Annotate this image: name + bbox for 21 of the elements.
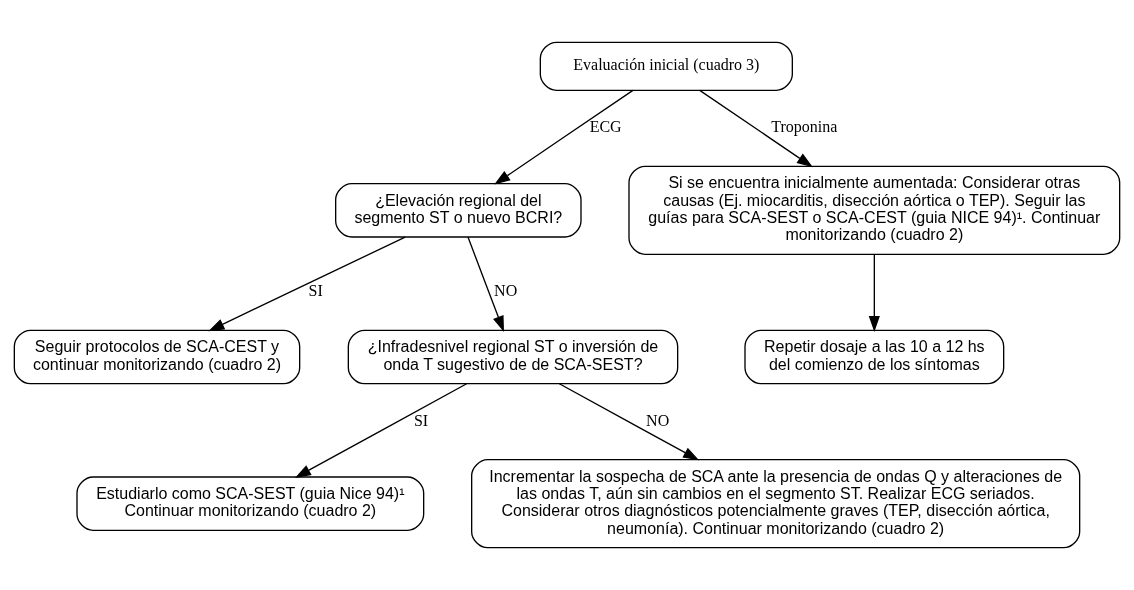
node-box: Estudiarlo como SCA-SEST (guia Nice 94)¹ Continuar monitorizando (cuadro 2) (76, 476, 425, 531)
arrow (558, 383, 700, 461)
node-box: Evaluación inicial (cuadro 3) (539, 41, 793, 91)
edge-label: SI (413, 411, 429, 429)
edge-label: ECG (589, 118, 622, 136)
edge-label: SI (308, 282, 323, 300)
node-box: Repetir dosaje a las 10 a 12 hs del comienzo de los síntomas (744, 329, 1005, 385)
arrow (467, 236, 504, 332)
node-box: Si se encuentra inicialmente aumentada: Considerar otras causas (Ej. miocarditis, disección aórtica o TEP). Seguir las guías para SCA-SEST o SCA-CEST (guia NICE 94)¹. Continuar monitorizando (cuadro 2) (628, 165, 1121, 255)
arrow (208, 236, 406, 332)
arrow (699, 89, 813, 168)
node-box: Incrementar la sospecha de SCA ante la presencia de ondas Q y alteraciones de las ondas T, aún sin cambios en el segmento ST. Realizar ECG seriados. Considerar otros diagnósticos potencialmente graves (TEP, disección aórtica, neumonía). Continuar monitorizando (cuadro 2) (471, 459, 1081, 549)
node-box: ¿Infradesnivel regional ST o inversión de onda T sugestivo de de SCA-SEST? (347, 329, 679, 385)
node-box: Seguir protocolos de SCA-CEST y continuar monitorizando (cuadro 2) (13, 329, 301, 385)
arrow (494, 89, 634, 185)
arrow (868, 253, 880, 332)
edge-label: NO (494, 282, 518, 300)
arrow (294, 383, 468, 478)
node-box: ¿Elevación regional del segmento ST o nuevo BCRI? (335, 183, 582, 238)
edge-label: Troponina (771, 118, 838, 136)
edge-label: NO (646, 411, 670, 429)
